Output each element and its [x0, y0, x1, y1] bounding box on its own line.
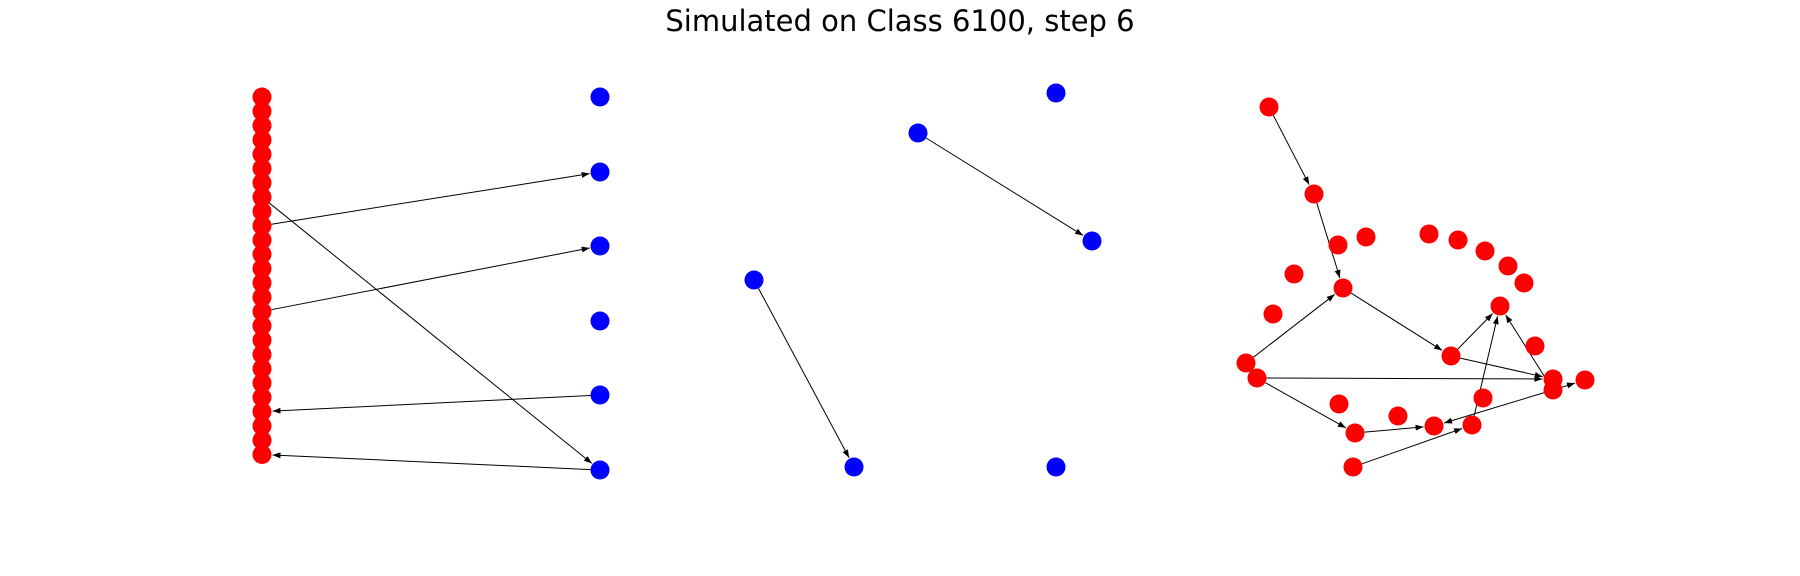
- node-b3: [590, 311, 610, 331]
- node-n17: [1448, 230, 1468, 250]
- edge-n11-n12: [1361, 428, 1463, 465]
- node-b1: [590, 162, 610, 182]
- node-r8: [252, 201, 272, 221]
- node-b2: [590, 236, 610, 256]
- node-r13: [252, 273, 272, 293]
- node-n9: [1490, 296, 1510, 316]
- edge-n1-n2: [1316, 202, 1341, 279]
- node-n10: [1543, 380, 1563, 400]
- node-r4: [252, 144, 272, 164]
- node-n11: [1343, 457, 1363, 477]
- node-n1: [1304, 184, 1324, 204]
- node-r7: [252, 187, 272, 207]
- node-r23: [252, 416, 272, 436]
- edge-n10-n8: [1443, 392, 1545, 424]
- node-r16: [252, 316, 272, 336]
- node-r24: [252, 430, 272, 450]
- node-n25: [1388, 406, 1408, 426]
- node-n26: [1329, 394, 1349, 414]
- edge-m3-m4: [758, 288, 850, 458]
- node-n2: [1333, 278, 1353, 298]
- edge-n5-n6: [1265, 382, 1347, 429]
- node-n18: [1475, 241, 1495, 261]
- node-r9: [252, 216, 272, 236]
- node-m4: [844, 457, 864, 477]
- node-n3: [1441, 346, 1461, 366]
- node-r5: [252, 159, 272, 178]
- node-r12: [252, 259, 272, 279]
- edge-n3-n7: [1460, 357, 1543, 378]
- node-b5: [590, 460, 610, 480]
- node-r0: [252, 87, 272, 107]
- node-r3: [252, 130, 272, 150]
- node-n5: [1247, 368, 1267, 388]
- node-n24: [1473, 388, 1493, 408]
- node-m3: [744, 270, 764, 290]
- node-n8: [1424, 416, 1444, 436]
- node-r21: [252, 387, 272, 407]
- node-r2: [252, 116, 272, 136]
- edge-n4-n2: [1253, 294, 1335, 358]
- node-r10: [252, 230, 272, 250]
- edge-n5-n7: [1266, 375, 1543, 382]
- node-n0: [1259, 97, 1279, 117]
- node-n21: [1284, 264, 1304, 284]
- node-r14: [252, 287, 272, 307]
- node-r18: [252, 344, 272, 364]
- edge-r9-b1: [271, 171, 590, 225]
- node-b0: [590, 87, 610, 107]
- node-r15: [252, 302, 272, 321]
- node-r1: [252, 101, 272, 121]
- edge-b5-r25: [272, 452, 591, 471]
- node-r6: [252, 173, 272, 193]
- node-b4: [590, 385, 610, 405]
- edge-n2-n3: [1350, 292, 1443, 351]
- edge-n3-n9: [1457, 313, 1494, 350]
- figure-title: Simulated on Class 6100, step 6: [665, 4, 1135, 38]
- node-m1: [908, 123, 928, 143]
- node-n16: [1419, 224, 1439, 244]
- node-n14: [1328, 235, 1348, 255]
- node-r17: [252, 330, 272, 350]
- node-m0: [1046, 83, 1066, 103]
- node-m2: [1082, 231, 1102, 251]
- edge-r7-b5: [269, 202, 593, 464]
- node-r20: [252, 373, 272, 393]
- node-n19: [1498, 256, 1518, 276]
- node-r22: [252, 402, 272, 422]
- node-r25: [252, 445, 272, 464]
- edge-r15-b2: [271, 246, 590, 311]
- edge-n0-n1: [1272, 115, 1310, 185]
- edge-n6-n8: [1364, 424, 1424, 433]
- node-n20: [1514, 273, 1534, 293]
- edge-b4-r22: [272, 394, 591, 414]
- node-n12: [1462, 415, 1482, 435]
- node-n15: [1356, 227, 1376, 247]
- node-n23: [1525, 336, 1545, 356]
- node-n6: [1345, 423, 1365, 443]
- node-r19: [252, 359, 272, 379]
- node-r11: [252, 244, 272, 264]
- node-n13: [1575, 370, 1595, 390]
- edge-m1-m2: [925, 137, 1084, 236]
- node-n22: [1263, 304, 1283, 324]
- node-m5: [1046, 457, 1066, 477]
- edge-n10-n13: [1561, 382, 1576, 389]
- nodes-layer: [252, 83, 1595, 480]
- edges-layer: [269, 115, 1576, 471]
- node-n4: [1236, 353, 1256, 373]
